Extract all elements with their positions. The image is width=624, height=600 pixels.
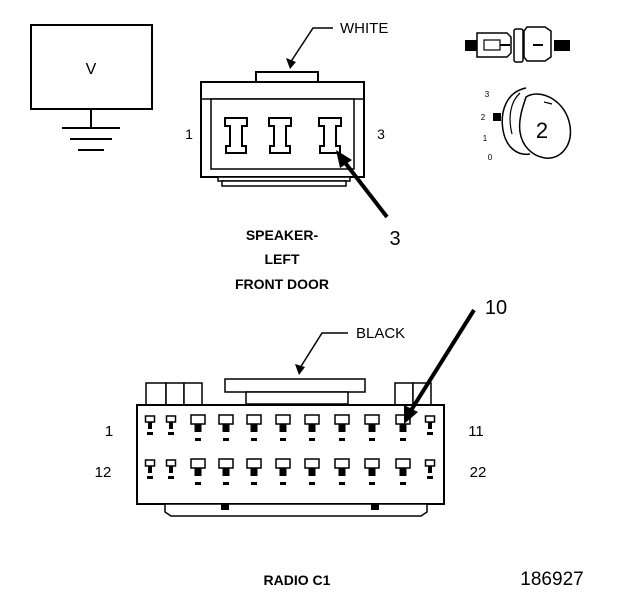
probe-step-number: 2	[536, 118, 548, 143]
radio-row1-right-label: 11	[468, 423, 484, 440]
probe-scale-3: 3	[485, 90, 490, 99]
radio-probe-callout: 10	[485, 297, 507, 319]
radio-title: RADIO C1	[264, 572, 331, 588]
speaker-pin-3-label: 3	[377, 126, 385, 142]
radio-probe-line	[408, 308, 476, 414]
speaker-pin-1-label: 1	[185, 126, 193, 142]
radio-connector	[136, 378, 445, 517]
probe-scale-2: 2	[481, 113, 486, 122]
probe-scale-0: 0	[488, 153, 493, 162]
radio-row1-left-label: 1	[105, 423, 113, 440]
speaker-probe-callout: 3	[389, 228, 400, 250]
speaker-title-line-1: SPEAKER-	[246, 227, 319, 243]
voltmeter: V	[30, 24, 153, 151]
probe-connect-icon	[465, 26, 570, 63]
speaker-title-line-2: LEFT	[265, 251, 300, 267]
radio-row2-right-label: 22	[470, 464, 487, 481]
speaker-probe-line	[341, 158, 389, 219]
voltmeter-symbol: V	[86, 61, 97, 78]
speaker-connector	[200, 71, 365, 187]
radio-wire-color: BLACK	[356, 325, 405, 342]
speaker-probe-arrow	[336, 150, 352, 168]
speaker-wire-color: WHITE	[340, 20, 388, 37]
black-leader-arrow	[295, 364, 305, 375]
black-leader-line	[299, 332, 348, 369]
radio-probe-arrow	[404, 405, 418, 424]
figure-number: 186927	[520, 569, 583, 590]
radio-row2-left-label: 12	[95, 464, 112, 481]
white-leader-line	[289, 27, 333, 64]
probe-rotate-icon	[493, 87, 572, 159]
speaker-title-line-3: FRONT DOOR	[235, 276, 329, 292]
probe-scale-1: 1	[483, 134, 488, 143]
white-leader-arrow	[286, 58, 296, 69]
